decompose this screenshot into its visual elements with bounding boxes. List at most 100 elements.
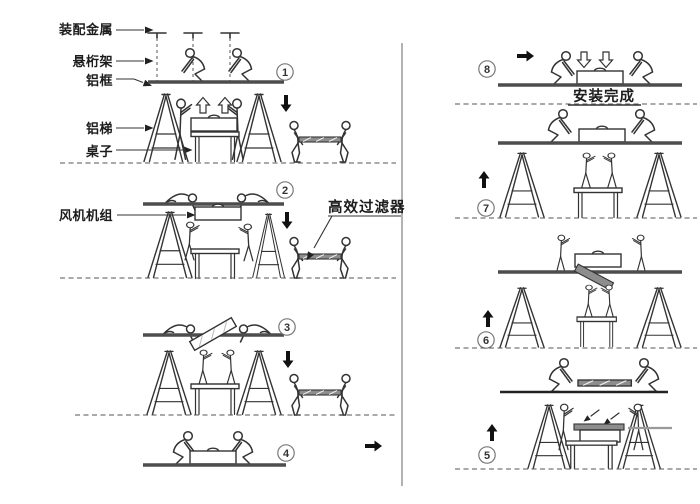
- table-icon: [576, 316, 618, 348]
- worker-on-table: [583, 284, 598, 319]
- step-1-badge: 1: [276, 63, 294, 81]
- leader-arrowhead: [145, 124, 154, 132]
- ladder-icon: [146, 350, 192, 416]
- worker-on-ceiling: [556, 234, 571, 273]
- step-2-block: 风机机组 高效过滤器 2: [59, 181, 406, 280]
- filter-panel: [298, 253, 342, 260]
- ladder-icon: [236, 350, 282, 416]
- worker-climbing: [238, 223, 254, 262]
- ceiling-hanger-icon: [147, 32, 167, 83]
- worker-crouching: [550, 50, 575, 86]
- fan-unit-box: [190, 114, 238, 132]
- step-3-badge: 3: [278, 318, 296, 336]
- step-7-scene: [498, 108, 682, 219]
- worker-on-table: [600, 284, 615, 319]
- label-hepa-filter: 高效过滤器: [328, 198, 406, 216]
- tilt-arrow: [610, 412, 620, 420]
- label-aluminum-frame: 铝框: [86, 73, 113, 88]
- press-down-arrow-icon: [598, 51, 614, 69]
- worker-crouching: [629, 50, 654, 86]
- worker-crouching: [548, 357, 573, 393]
- table-icon: [190, 131, 240, 163]
- label-aluminum-ladder: 铝梯: [86, 121, 113, 136]
- fan-unit-box: [189, 447, 237, 465]
- label-install-complete: 安装完成: [573, 87, 635, 105]
- lift-up-arrow-icon: [217, 96, 233, 114]
- table-icon: [190, 248, 240, 280]
- ladder-icon: [636, 152, 682, 218]
- step-number: 6: [483, 335, 489, 347]
- fan-unit-box: [194, 203, 242, 221]
- flow-up-arrow-icon: [482, 310, 494, 327]
- worker-on-ceiling: [631, 234, 646, 273]
- step-number: 8: [484, 64, 490, 76]
- flow-up-arrow-icon: [478, 171, 490, 188]
- ladder-icon: [636, 287, 682, 348]
- step-5-ceiling-scene: [500, 357, 668, 394]
- step-8-block: 8 安装完成: [455, 50, 697, 106]
- label-assembly-metal: 装配金属: [58, 22, 113, 37]
- leader-aluminum-frame: [116, 78, 144, 84]
- worker-on-table: [198, 349, 213, 386]
- filter-panel: [577, 379, 633, 387]
- step-number: 3: [284, 322, 290, 334]
- step-6-scene: [498, 234, 682, 348]
- leader-hepa-filter: [313, 215, 333, 249]
- step-number: 1: [282, 67, 288, 79]
- flow-down-arrow-icon: [282, 351, 294, 368]
- label-fan-unit: 风机机组: [59, 208, 113, 223]
- step-2-scene: [143, 193, 351, 280]
- step-1-lift-scene: [143, 93, 351, 163]
- flow-right-arrow-icon: [517, 50, 534, 62]
- filter-panel: [298, 136, 342, 143]
- worker-crouching: [631, 108, 656, 144]
- press-down-arrow-icon: [576, 51, 592, 69]
- table-icon: [190, 383, 240, 416]
- flow-up-arrow-icon: [486, 424, 498, 441]
- fan-unit-box: [579, 429, 621, 443]
- label-table: 桌子: [86, 144, 113, 159]
- step-7-badge: 7: [477, 199, 495, 217]
- step-number: 4: [283, 448, 290, 460]
- table-icon: [565, 440, 618, 470]
- fan-unit-box: [574, 250, 622, 268]
- step-2-badge: 2: [276, 181, 294, 199]
- ladder-icon: [499, 287, 545, 348]
- worker-crouching: [228, 47, 253, 83]
- ladder-icon: [147, 211, 193, 279]
- worker-on-table: [602, 152, 617, 189]
- step-8-badge: 8: [478, 60, 496, 78]
- flow-right-arrow-icon: [365, 440, 382, 452]
- ladder-icon: [499, 152, 545, 218]
- ladder-icon: [617, 404, 661, 470]
- fan-unit-box: [576, 67, 624, 85]
- step-3-scene: [143, 316, 351, 416]
- step-5-badge: 5: [478, 446, 496, 464]
- step-number: 7: [483, 203, 489, 215]
- step-1-block: 装配金属 悬桁架 铝框 铝梯 桌子 1: [58, 22, 396, 164]
- filter-panel: [298, 389, 342, 396]
- worker-crouching: [547, 108, 572, 144]
- worker-on-table: [581, 152, 596, 189]
- leader-arrowhead: [187, 211, 196, 219]
- step-number: 2: [282, 185, 288, 197]
- flow-down-arrow-icon: [280, 95, 292, 112]
- step-6-block: 6: [455, 234, 697, 349]
- flow-down-arrow-icon: [281, 212, 293, 229]
- step-8-scene: [498, 50, 682, 87]
- step-6-badge: 6: [477, 331, 495, 349]
- lift-up-arrow-icon: [195, 96, 211, 114]
- tilt-arrowhead: [581, 415, 591, 424]
- step-7-block: 7: [455, 108, 697, 219]
- leader-arrowhead: [145, 57, 154, 65]
- label-suspension-truss: 悬桁架: [72, 54, 113, 69]
- worker-crouching: [181, 47, 206, 83]
- step-5-block: 5: [455, 357, 697, 470]
- ceiling-hanger-icon: [183, 32, 203, 83]
- worker-crouching: [635, 357, 660, 393]
- ladder-icon: [236, 93, 282, 163]
- step-number: 5: [484, 450, 490, 462]
- step-5-ladder-scene: [527, 403, 672, 470]
